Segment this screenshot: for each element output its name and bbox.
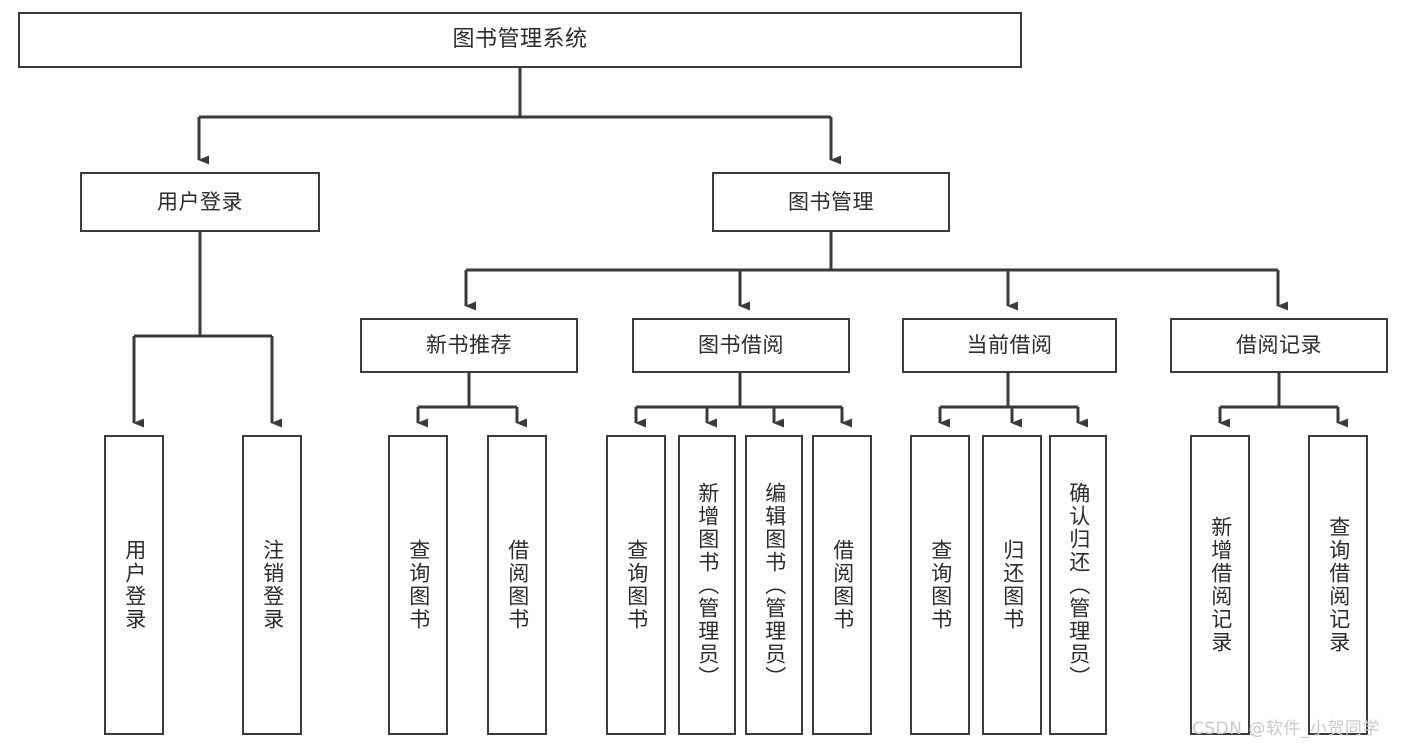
node-leaf-query-book-1-label: 查询图书 (406, 539, 431, 631)
node-user-login-label: 用户登录 (157, 189, 243, 214)
node-leaf-add-book-admin[interactable]: 新增图书（管理员） (678, 435, 736, 735)
node-leaf-borrow-book-2[interactable]: 借阅图书 (812, 435, 872, 735)
node-leaf-add-borrow-record-label: 新增借阅记录 (1208, 516, 1233, 654)
node-leaf-query-book-3-label: 查询图书 (928, 539, 953, 631)
csdn-watermark: CSDN @软件_小贺同学 (1192, 719, 1380, 739)
node-leaf-logout-login[interactable]: 注销登录 (242, 435, 302, 735)
node-leaf-confirm-return-admin-label: 确认归还（管理员） (1066, 481, 1091, 689)
node-book-borrow[interactable]: 图书借阅 (632, 318, 850, 373)
node-root-system[interactable]: 图书管理系统 (18, 12, 1022, 68)
node-new-book-recommend[interactable]: 新书推荐 (360, 318, 578, 373)
node-leaf-query-book-2-label: 查询图书 (624, 539, 649, 631)
node-book-borrow-label: 图书借阅 (698, 333, 784, 357)
node-leaf-user-login[interactable]: 用户登录 (104, 435, 164, 735)
node-borrow-record[interactable]: 借阅记录 (1170, 318, 1388, 373)
node-borrow-record-label: 借阅记录 (1236, 333, 1322, 357)
node-current-borrow[interactable]: 当前借阅 (902, 318, 1117, 373)
node-leaf-borrow-book-1[interactable]: 借阅图书 (487, 435, 547, 735)
node-leaf-add-book-admin-label: 新增图书（管理员） (695, 481, 720, 689)
node-new-book-recommend-label: 新书推荐 (426, 333, 512, 357)
node-leaf-logout-login-label: 注销登录 (260, 539, 285, 631)
node-leaf-query-book-3[interactable]: 查询图书 (910, 435, 970, 735)
node-leaf-query-borrow-record-label: 查询借阅记录 (1326, 516, 1351, 654)
node-book-manage-label: 图书管理 (788, 189, 874, 214)
node-current-borrow-label: 当前借阅 (966, 333, 1053, 357)
node-user-login[interactable]: 用户登录 (80, 172, 320, 232)
node-leaf-edit-book-admin-label: 编辑图书（管理员） (762, 481, 787, 689)
node-leaf-query-book-2[interactable]: 查询图书 (606, 435, 666, 735)
node-leaf-borrow-book-2-label: 借阅图书 (830, 539, 855, 631)
node-leaf-return-book[interactable]: 归还图书 (982, 435, 1042, 735)
node-root-system-label: 图书管理系统 (452, 27, 588, 52)
node-leaf-add-borrow-record[interactable]: 新增借阅记录 (1190, 435, 1250, 735)
node-leaf-query-borrow-record[interactable]: 查询借阅记录 (1308, 435, 1368, 735)
node-leaf-confirm-return-admin[interactable]: 确认归还（管理员） (1049, 435, 1107, 735)
node-leaf-return-book-label: 归还图书 (1000, 539, 1025, 631)
node-leaf-query-book-1[interactable]: 查询图书 (388, 435, 448, 735)
node-leaf-user-login-label: 用户登录 (122, 539, 147, 631)
node-book-manage[interactable]: 图书管理 (712, 172, 950, 232)
node-leaf-edit-book-admin[interactable]: 编辑图书（管理员） (745, 435, 803, 735)
node-leaf-borrow-book-1-label: 借阅图书 (505, 539, 530, 631)
